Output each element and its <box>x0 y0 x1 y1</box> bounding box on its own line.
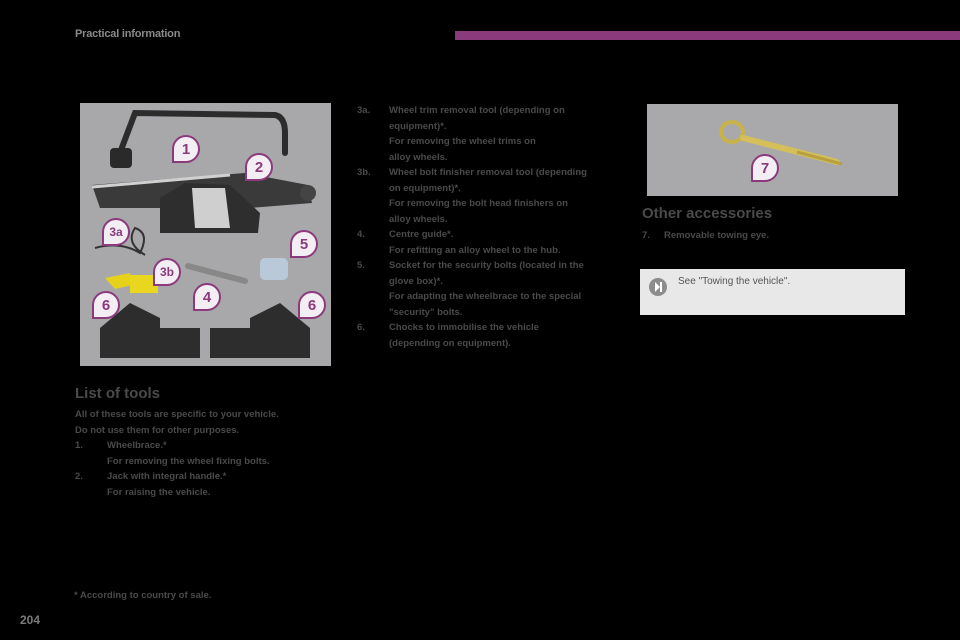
label-3a: 3a <box>102 218 130 246</box>
list-item-3b: 3b. Wheel bolt finisher removal tool (de… <box>357 167 587 178</box>
list-of-tools-body: All of these tools are specific to your … <box>75 407 345 500</box>
towing-eye-illustration: 7 <box>647 104 898 196</box>
list-item-3b-title-cont: on equipment)*. <box>389 182 461 194</box>
list-item-3a-desc-cont: alloy wheels. <box>389 151 448 163</box>
label-5: 5 <box>290 230 318 258</box>
towing-eye-drawing <box>719 120 843 166</box>
intro-line-2: Do not use them for other purposes. <box>75 424 240 436</box>
label-4: 4 <box>193 283 221 311</box>
label-1: 1 <box>172 135 200 163</box>
label-3b: 3b <box>153 258 181 286</box>
footnote: * According to country of sale. <box>74 590 212 601</box>
label-7: 7 <box>751 154 779 182</box>
list-item-1-desc: For removing the wheel fixing bolts. <box>107 455 270 467</box>
list-item-3a: 3a. Wheel trim removal tool (depending o… <box>357 105 565 116</box>
other-accessories-list: 7. Removable towing eye. <box>642 228 902 244</box>
other-accessories-title: Other accessories <box>642 205 773 222</box>
intro-line-1: All of these tools are specific to your … <box>75 409 279 420</box>
page-number: 204 <box>20 613 41 627</box>
list-item-2: 2. Jack with integral handle.* <box>75 471 227 482</box>
list-item-1: 1. Wheelbrace.* <box>75 440 167 451</box>
list-item-5-title-cont: glove box)*. <box>389 275 443 287</box>
list-item-2-desc: For raising the vehicle. <box>107 486 211 498</box>
list-item-4-desc: For refitting an alloy wheel to the hub. <box>389 244 561 256</box>
list-continued: 3a. Wheel trim removal tool (depending o… <box>357 103 632 351</box>
list-item-3b-desc: For removing the bolt head finishers on <box>389 198 568 209</box>
see-reference-icon <box>649 278 667 296</box>
list-item-3b-desc-cont: alloy wheels. <box>389 213 448 225</box>
list-item-3a-desc: For removing the wheel trims on <box>389 136 536 147</box>
section-title: Practical information <box>75 28 181 40</box>
list-of-tools-title: List of tools <box>75 385 160 402</box>
tools-illustration: 1 2 3a 5 3b 4 6 6 <box>80 103 331 366</box>
list-item-3a-title-cont: equipment)*. <box>389 120 447 132</box>
reference-note: See "Towing the vehicle". <box>640 269 905 315</box>
list-item-7: 7. Removable towing eye. <box>642 230 770 241</box>
list-item-5-desc-cont: "security" bolts. <box>389 306 463 318</box>
label-2: 2 <box>245 153 273 181</box>
header-accent-bar <box>455 31 960 40</box>
list-item-6-title-cont: (depending on equipment). <box>389 337 511 349</box>
list-item-4: 4. Centre guide*. <box>357 229 454 240</box>
list-item-6: 6. Chocks to immobilise the vehicle <box>357 322 539 333</box>
label-6-right: 6 <box>298 291 326 319</box>
tools-drawing <box>91 109 316 358</box>
list-item-5: 5. Socket for the security bolts (locate… <box>357 260 584 271</box>
reference-note-text[interactable]: See "Towing the vehicle". <box>678 276 791 287</box>
list-item-5-desc: For adapting the wheelbrace to the speci… <box>389 291 582 302</box>
label-6-left: 6 <box>92 291 120 319</box>
